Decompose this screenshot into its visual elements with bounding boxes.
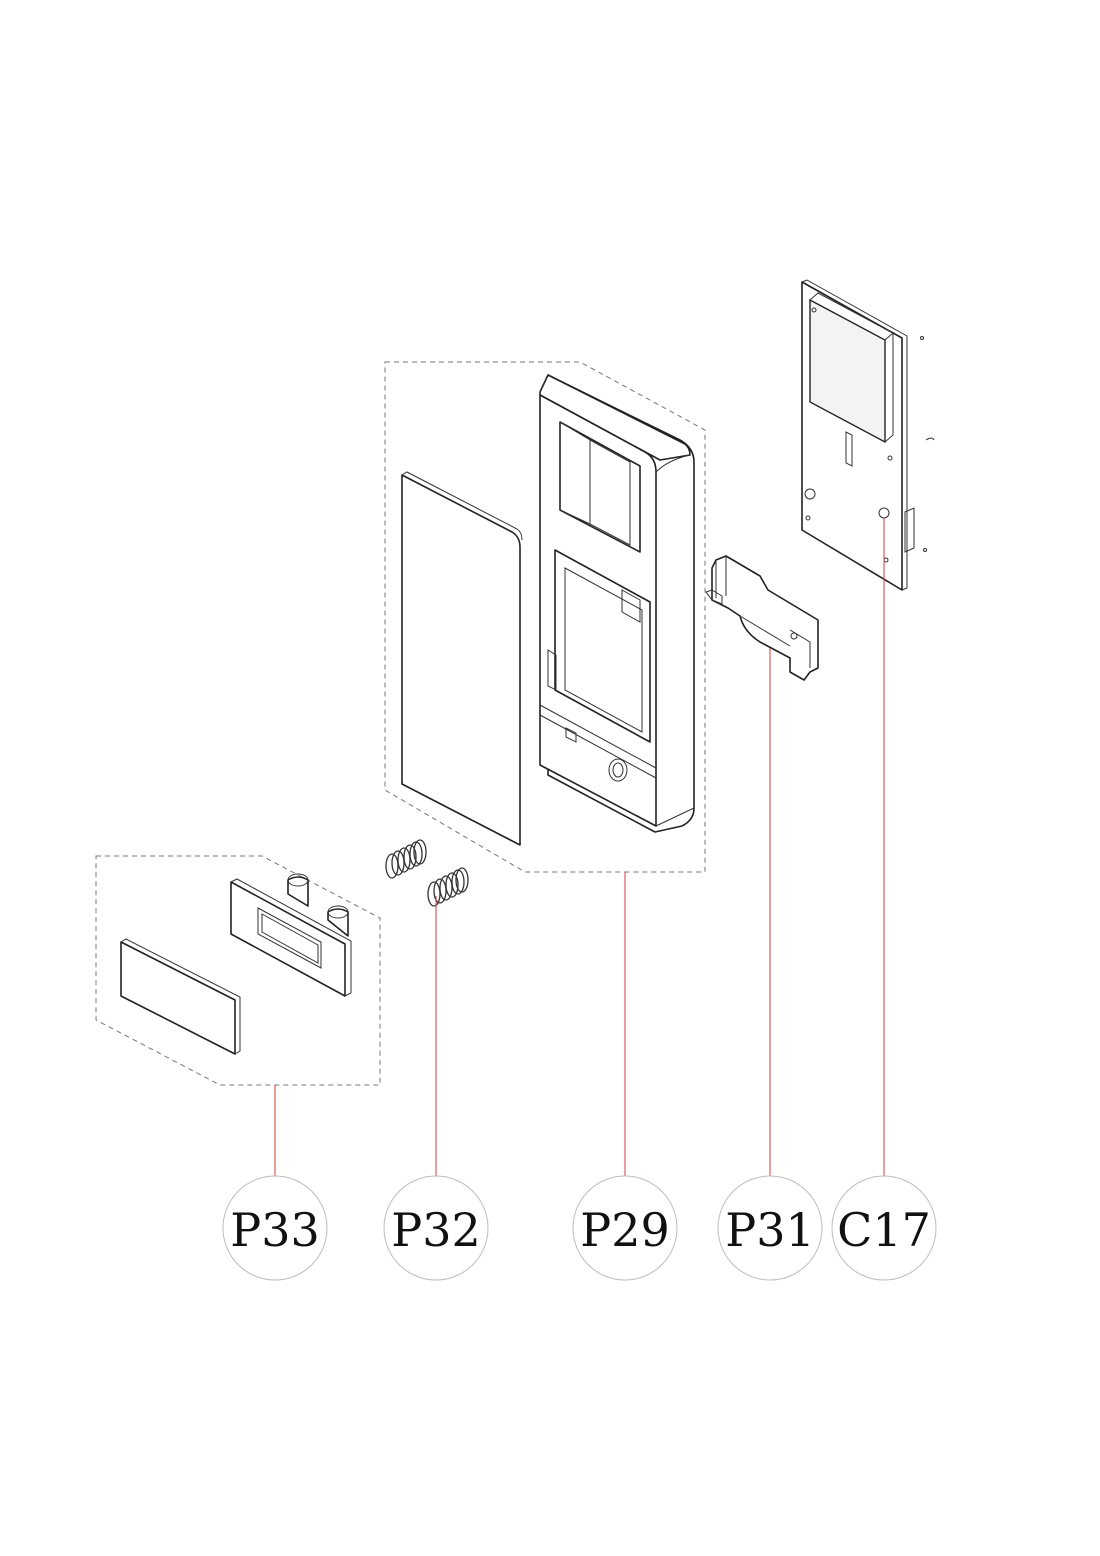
callout-p32: P32 (383, 1175, 489, 1281)
front-housing (539, 374, 695, 833)
group-outline-p33 (95, 855, 381, 1086)
callout-p31: P31 (717, 1175, 823, 1281)
callout-label: P31 (725, 1203, 814, 1257)
spring-upper (385, 839, 427, 879)
callout-balloon (717, 1175, 823, 1281)
callout-balloon (831, 1175, 937, 1281)
callout-label: P33 (230, 1203, 319, 1257)
leader-lines (274, 518, 885, 1176)
callout-balloon (572, 1175, 678, 1281)
lens-panel (401, 471, 523, 846)
callout-c17: C17 (831, 1175, 937, 1281)
callout-balloon (383, 1175, 489, 1281)
callout-p33: P33 (222, 1175, 328, 1281)
spring-lower (427, 867, 469, 907)
button-bezel (230, 873, 352, 997)
latch-bracket (705, 555, 819, 681)
callout-label: P32 (391, 1203, 480, 1257)
callout-balloon (222, 1175, 328, 1281)
callout-label: P29 (580, 1203, 669, 1257)
pcb-board (801, 279, 935, 591)
callout-p29: P29 (572, 1175, 678, 1281)
button-cap (120, 938, 241, 1055)
callout-label: C17 (837, 1203, 931, 1257)
